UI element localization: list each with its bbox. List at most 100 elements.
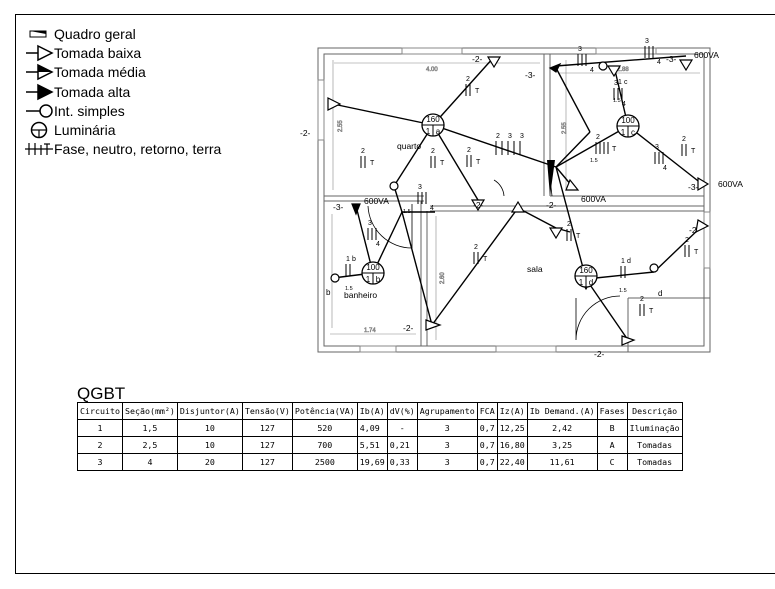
wire-count: 2 <box>596 134 600 141</box>
wire-count: 3 <box>578 46 582 53</box>
cell: 2500 <box>291 453 358 471</box>
cell: 0,7 <box>476 419 498 437</box>
windows <box>317 47 711 353</box>
wire-count: 2 <box>361 148 365 155</box>
cell: 4 <box>121 453 178 471</box>
luminaria-letter: a <box>436 127 441 136</box>
interruptor-simples-icon <box>649 263 659 273</box>
legend: Quadro geral Tomada baixa Tomada média T… <box>24 24 221 159</box>
col-ib-demand: Ib Demand.(A) <box>526 402 598 420</box>
wire-terra: T <box>576 233 581 240</box>
legend-label: Tomada média <box>54 64 146 81</box>
circuit-tag: -2- <box>689 225 700 235</box>
section-label: 1.5 <box>613 98 621 104</box>
room-label-sala: sala <box>527 264 543 274</box>
wire-terra: T <box>440 160 445 167</box>
circuit-tag: -2- <box>473 200 484 210</box>
table-row: 1 1,5 10 127 520 4,09 - 3 0,7 12,25 2,42… <box>77 419 683 437</box>
tomada-baixa-icon <box>486 56 502 69</box>
wire-terra: T <box>370 160 375 167</box>
section-label: 1.5 <box>590 158 598 164</box>
tomada-baixa-icon <box>606 65 622 78</box>
cell: 0,21 <box>386 436 418 454</box>
tomada-baixa-icon <box>327 97 342 111</box>
wire-count: 1 <box>346 256 350 263</box>
legend-item-tomada-media: Tomada média <box>24 63 221 82</box>
tomada-baixa-icon <box>565 178 580 191</box>
wire-count: 1 <box>618 79 622 86</box>
switch-letters: b d <box>326 288 662 298</box>
col-fases: Fases <box>596 402 628 420</box>
cell: 3 <box>416 419 478 437</box>
col-dv: dV(%) <box>386 402 418 420</box>
wire-terra: T <box>694 249 699 256</box>
wire-letter: c <box>624 79 628 86</box>
tomada-alta-icon <box>351 203 361 216</box>
section-label: 1.5 <box>345 286 353 292</box>
tomada-baixa-icon <box>26 44 54 62</box>
col-potencia: Potência(VA) <box>291 402 358 420</box>
legend-label: Luminária <box>54 122 116 139</box>
wire-count: 2 <box>466 76 470 83</box>
wire-count: 4 <box>590 67 594 74</box>
cell: 700 <box>291 436 358 454</box>
wire-count: 2 <box>467 147 471 154</box>
luminaria-circuit: 1 <box>579 278 584 287</box>
tomada-baixa-icon <box>470 199 486 212</box>
load-labels: 600VA 600VA 600VA 600VA <box>364 50 743 206</box>
col-descricao: Descrição <box>626 402 683 420</box>
tomada-media-icon <box>26 64 54 81</box>
cell: 10 <box>176 419 243 437</box>
dim-label: 1.74 <box>364 328 376 334</box>
circuit-tag: -2- <box>403 323 414 333</box>
wire-count: 2 <box>431 148 435 155</box>
wire-count: 4 <box>376 241 380 248</box>
wire-terra: T <box>612 146 617 153</box>
luminaria-circuit: 1 <box>426 127 431 136</box>
tomada-baixa-icon <box>510 200 526 213</box>
wire-count: 2 <box>567 221 571 228</box>
dimensions: 4.00 2.88 2.55 2.55 2.60 1.74 <box>330 60 700 340</box>
circuit-tag: -2- <box>300 128 311 138</box>
circuit-tag: -3- <box>333 202 344 212</box>
table-row: 2 2,5 10 127 700 5,51 0,21 3 0,7 16,80 3… <box>77 436 683 454</box>
cell: 5,51 <box>356 436 388 454</box>
cell: 520 <box>291 419 358 437</box>
tomada-baixa-icon <box>425 319 442 331</box>
tomada-baixa-icon <box>695 219 710 234</box>
wire-letter: d <box>627 258 631 265</box>
floor-plan: 4.00 2.88 2.55 2.55 2.60 1.74 <box>300 38 743 359</box>
cell: 16,80 <box>496 436 528 454</box>
wire-terra: T <box>476 159 481 166</box>
legend-label: Int. simples <box>54 102 125 119</box>
interruptor-simples-icon <box>26 104 53 118</box>
legend-item-int-simples: Int. simples <box>24 101 221 120</box>
cell: 3 <box>416 436 478 454</box>
cell: 19,69 <box>356 453 388 471</box>
drawing-frame <box>15 14 775 574</box>
switch-letter: d <box>658 289 662 298</box>
luminaria-icon: 100 1 c <box>616 114 640 138</box>
wire-terra: T <box>475 88 480 95</box>
cell: 3 <box>77 453 123 471</box>
wire-count: 4 <box>663 165 667 172</box>
cell: 11,61 <box>526 453 598 471</box>
wire-count: 4 <box>657 59 661 66</box>
col-circuito: Circuito <box>77 402 123 420</box>
wire-count: 2 <box>685 237 689 244</box>
cell: 3 <box>416 453 478 471</box>
legend-label: Quadro geral <box>54 25 136 42</box>
cell: 12,25 <box>496 419 528 437</box>
luminaria-letter: d <box>589 278 593 287</box>
load-label: 600VA <box>718 179 743 189</box>
circuit-tag: -3- <box>666 54 677 64</box>
cell: 127 <box>241 453 293 471</box>
doors <box>367 159 621 341</box>
luminaria-icon: 160 1 a <box>421 113 445 137</box>
circuit-tag: -3- <box>688 182 699 192</box>
section-label: 1.5 <box>619 288 627 294</box>
cell: 127 <box>241 436 293 454</box>
load-label: 600VA <box>364 196 389 206</box>
legend-item-quadro-geral: Quadro geral <box>24 24 221 43</box>
room-label-banheiro: banheiro <box>344 290 377 300</box>
